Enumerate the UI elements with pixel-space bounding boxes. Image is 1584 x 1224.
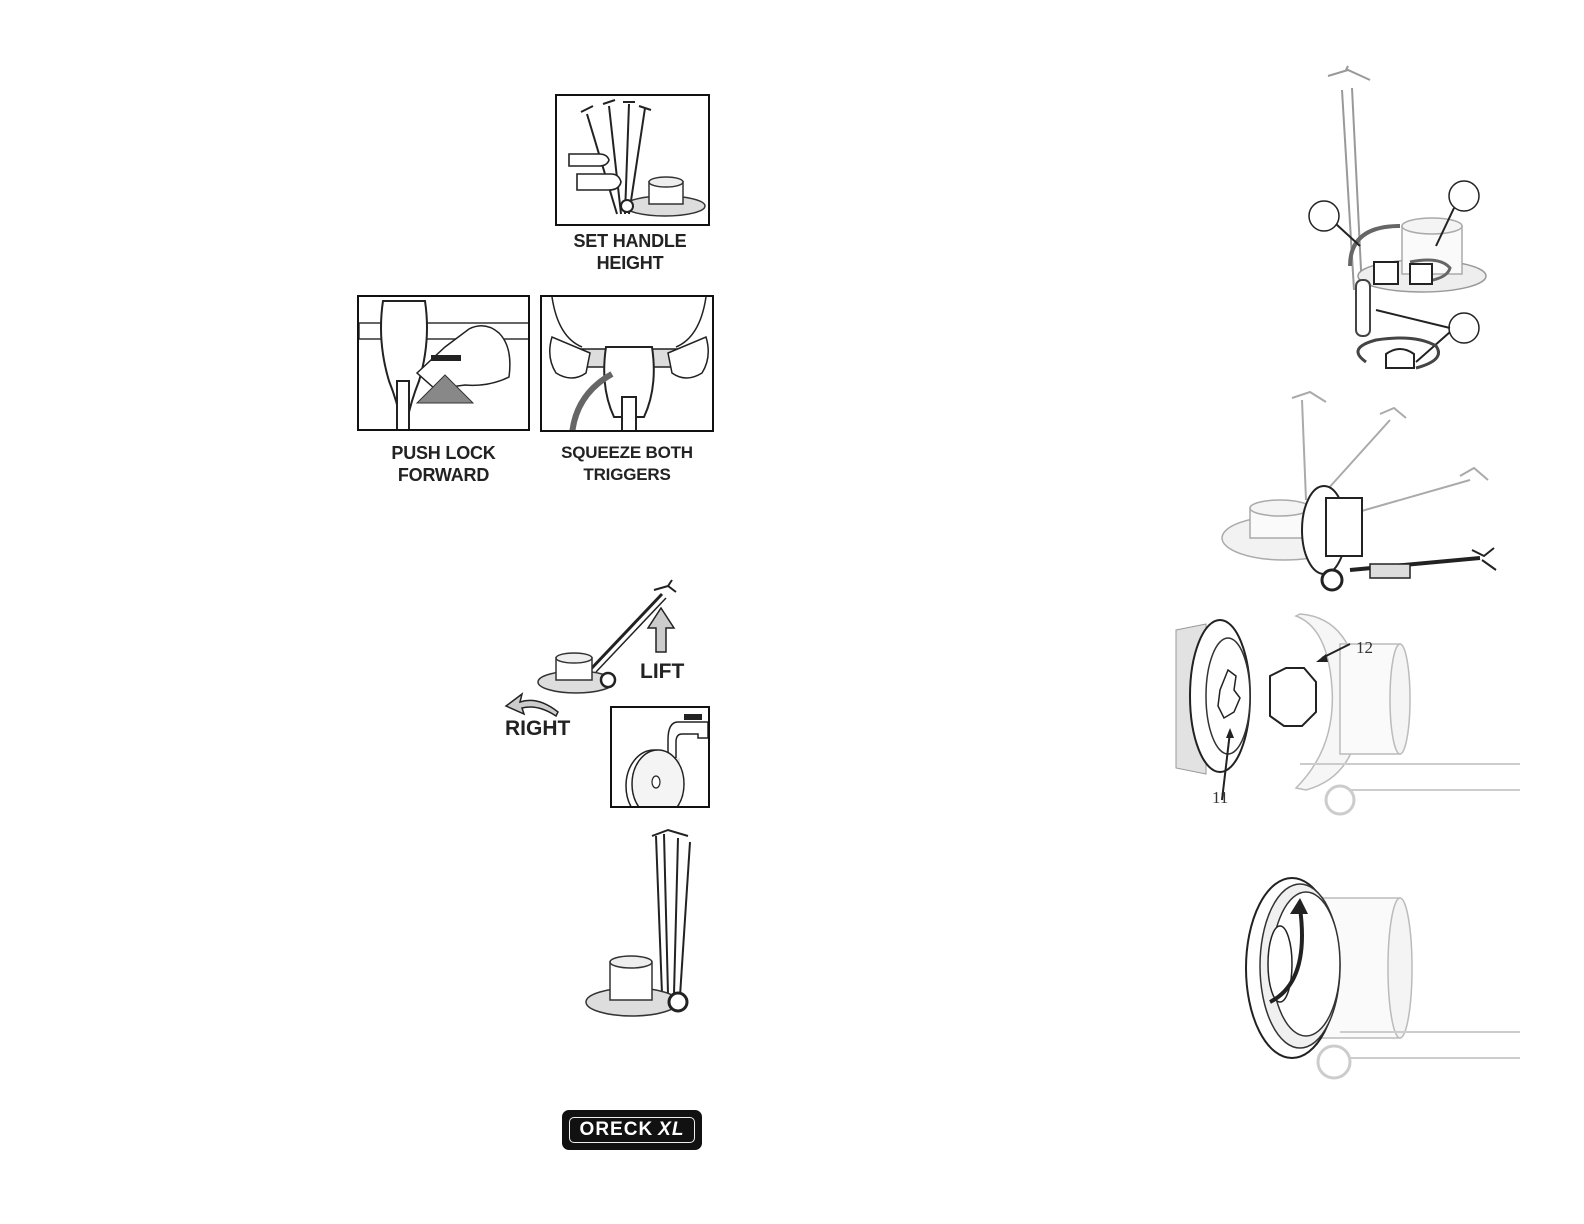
faucet-icon [612, 708, 710, 808]
set-handle-height-figure [555, 94, 710, 226]
set-handle-height-caption: SET HANDLE HEIGHT [550, 230, 710, 274]
callout-12: 12 [1356, 638, 1373, 658]
push-lock-caption: PUSH LOCK FORWARD [357, 442, 530, 486]
squeeze-triggers-figure [540, 295, 714, 432]
lift-machine-drawing [530, 580, 730, 700]
lift-label: LIFT [640, 660, 684, 684]
outlet-icon [1374, 262, 1398, 284]
logo-brand: ORECK [580, 1119, 654, 1141]
arrow-up-icon [646, 606, 676, 654]
squeeze-triggers-caption: SQUEEZE BOTH TRIGGERS [540, 442, 714, 486]
right-label: RIGHT [505, 717, 570, 741]
squeeze-triggers-drawing [542, 297, 714, 432]
oreck-xl-logo: ORECK XL [562, 1110, 702, 1150]
callout-11: 11 [1212, 788, 1228, 808]
cord-hook-drawing [1290, 66, 1490, 376]
tilted-machine-drawing [1220, 390, 1520, 600]
push-lock-figure [357, 295, 530, 431]
logo-suffix: XL [658, 1119, 684, 1141]
pad-rinse-figure [610, 706, 710, 808]
push-lock-drawing [359, 297, 530, 431]
handle-adjust-drawing [557, 96, 710, 226]
arrow-curved-left-icon [504, 690, 560, 720]
outlet-icon [1410, 264, 1432, 284]
stored-machine-drawing [582, 828, 722, 1028]
pad-rotation-drawing [1230, 862, 1530, 1092]
